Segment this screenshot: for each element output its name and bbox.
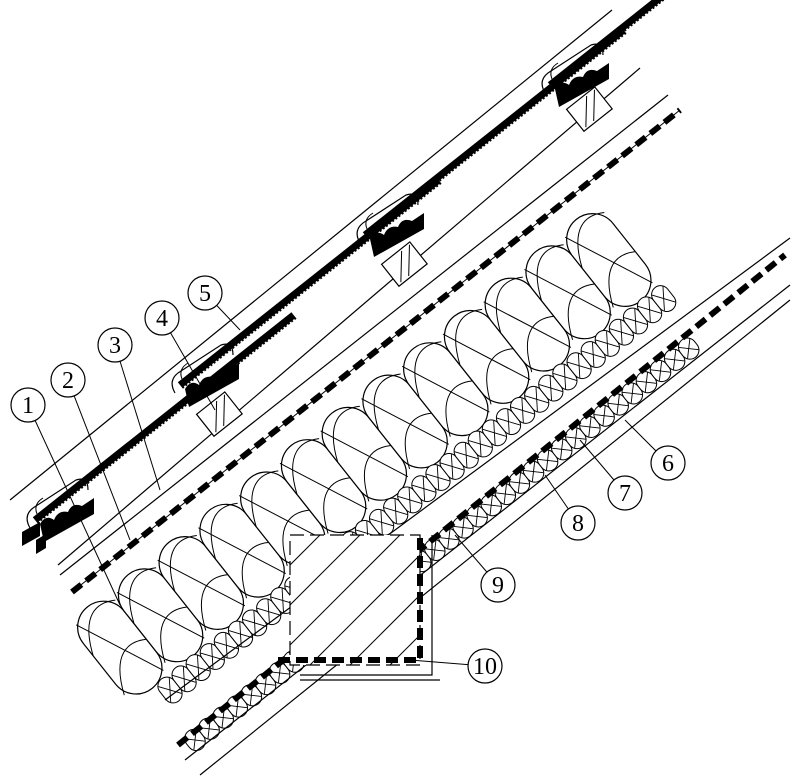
batten bbox=[380, 241, 429, 288]
leader-c2 bbox=[67, 379, 131, 541]
lining-line-2 bbox=[184, 284, 791, 761]
inner-lining bbox=[164, 237, 791, 776]
callout-label: 5 bbox=[199, 281, 211, 307]
callout-8: 8 bbox=[560, 505, 596, 541]
lining-line-3 bbox=[199, 299, 791, 776]
callout-circle bbox=[480, 567, 516, 603]
callout-label: 6 bbox=[662, 451, 674, 477]
roof-outline-top bbox=[9, 9, 613, 501]
purlin-hatching bbox=[290, 535, 420, 665]
purlin-lining bbox=[300, 535, 433, 676]
small-insulation-loop bbox=[536, 449, 559, 472]
callout-circle bbox=[144, 300, 180, 336]
small-insulation-loop bbox=[593, 404, 615, 427]
underlay-membrane bbox=[70, 107, 682, 595]
small-insulation-loop bbox=[550, 438, 573, 461]
leader-c3 bbox=[114, 344, 161, 491]
callout-7: 7 bbox=[607, 475, 643, 511]
callout-label: 8 bbox=[572, 511, 584, 537]
purlin-membrane bbox=[278, 535, 423, 663]
callout-label: 3 bbox=[109, 333, 121, 359]
callout-label: 2 bbox=[62, 368, 74, 394]
roof-tile bbox=[541, 0, 665, 107]
lining-line-1 bbox=[164, 237, 791, 701]
insulation-loop bbox=[401, 341, 490, 437]
membrane-core bbox=[71, 109, 681, 593]
leader-c4 bbox=[161, 317, 216, 411]
roof-tile bbox=[26, 312, 297, 542]
vapor-dashed bbox=[176, 252, 787, 748]
callout-10: 10 bbox=[467, 648, 503, 684]
callout-label: 7 bbox=[619, 481, 631, 507]
counter-batten-lines bbox=[59, 94, 669, 576]
callout-1: 1 bbox=[10, 387, 46, 423]
callout-circle bbox=[560, 505, 596, 541]
callout-3: 3 bbox=[97, 327, 133, 363]
insulation-loop bbox=[116, 567, 205, 663]
callout-circle bbox=[650, 445, 686, 481]
callout-circle bbox=[50, 362, 86, 398]
insulation-loop bbox=[361, 373, 449, 470]
outer-roof-lines bbox=[9, 9, 641, 566]
small-insulation-loop bbox=[621, 382, 644, 405]
purlin-outline bbox=[289, 534, 421, 666]
callout-label: 9 bbox=[492, 573, 504, 599]
batten bbox=[565, 86, 614, 133]
insulation-between-rafters bbox=[75, 212, 653, 696]
callout-9: 9 bbox=[480, 567, 516, 603]
small-insulation-loop bbox=[438, 527, 460, 550]
callout-circle bbox=[97, 327, 133, 363]
callout-circle bbox=[607, 475, 643, 511]
small-insulation-loop bbox=[677, 337, 700, 360]
small-insulation-loop bbox=[184, 728, 206, 752]
callout-leaders bbox=[27, 292, 669, 667]
small-insulation-loop bbox=[579, 415, 601, 438]
small-insulation-loop bbox=[651, 285, 677, 313]
callout-6: 6 bbox=[650, 445, 686, 481]
callouts: 1 2 3 4 5 6 7 8 9 10 bbox=[10, 275, 686, 684]
small-insulation-loop bbox=[607, 393, 629, 416]
counter-batten-line bbox=[59, 94, 669, 576]
callout-5: 5 bbox=[187, 275, 223, 311]
purlin-beam bbox=[278, 534, 440, 681]
roof-tiles bbox=[22, 0, 665, 554]
callout-2: 2 bbox=[50, 362, 86, 398]
callout-label: 4 bbox=[156, 306, 168, 332]
callout-4: 4 bbox=[144, 300, 180, 336]
callout-label: 1 bbox=[22, 393, 34, 419]
vapor-barrier bbox=[176, 252, 787, 748]
callout-circle bbox=[10, 387, 46, 423]
leader-c1 bbox=[27, 404, 121, 606]
small-insulation-loop bbox=[466, 505, 488, 528]
small-insulation-loop bbox=[663, 348, 686, 371]
roof-outline-second bbox=[57, 67, 641, 566]
callout-circle bbox=[467, 648, 503, 684]
callout-circle bbox=[187, 275, 223, 311]
callout-label: 10 bbox=[473, 654, 497, 680]
small-insulation-loop bbox=[522, 460, 545, 483]
